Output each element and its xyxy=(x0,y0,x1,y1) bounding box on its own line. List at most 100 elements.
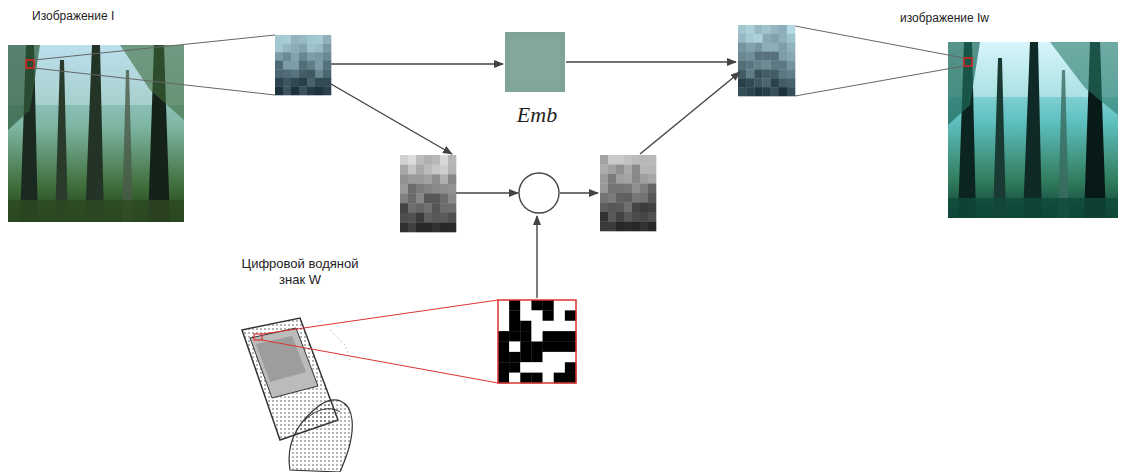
pixel xyxy=(543,310,554,321)
pixel xyxy=(738,69,746,78)
pixel xyxy=(771,34,779,43)
pixel xyxy=(299,86,307,95)
pixel xyxy=(408,203,416,213)
pixel xyxy=(632,155,640,165)
pixel xyxy=(275,61,283,70)
pixel xyxy=(440,194,448,204)
pixel xyxy=(762,43,770,52)
pixel xyxy=(632,174,640,184)
pixel xyxy=(400,174,408,184)
pixel xyxy=(315,78,323,87)
pixel xyxy=(640,155,648,165)
pixel xyxy=(448,222,456,232)
pixel xyxy=(779,69,787,78)
pixel xyxy=(291,69,299,78)
pixel xyxy=(283,61,291,70)
pixel xyxy=(432,174,440,184)
pixel xyxy=(738,87,746,96)
pixel xyxy=(640,203,648,213)
pixel xyxy=(299,69,307,78)
watermarked-image-node: изображение Iw xyxy=(900,10,1050,30)
pixel xyxy=(299,44,307,53)
pixel xyxy=(624,165,632,175)
pixel xyxy=(554,373,565,384)
pixel xyxy=(424,155,432,165)
pixel xyxy=(520,331,531,342)
pixel xyxy=(400,184,408,194)
pixel xyxy=(416,184,424,194)
pixel xyxy=(520,352,531,363)
node-label: Изображение I xyxy=(32,8,114,24)
pixel xyxy=(624,174,632,184)
pixel xyxy=(307,44,315,53)
pixel xyxy=(307,86,315,95)
pixel xyxy=(754,34,762,43)
pixel xyxy=(448,194,456,204)
pixel xyxy=(498,362,509,373)
pixel xyxy=(543,373,554,384)
pixel xyxy=(299,52,307,61)
embedding-block-shade xyxy=(510,37,560,87)
pixel xyxy=(624,184,632,194)
pixel xyxy=(738,61,746,70)
pixel xyxy=(608,155,616,165)
pixel xyxy=(291,35,299,44)
pixel xyxy=(498,310,509,321)
pixel xyxy=(283,86,291,95)
pixel xyxy=(648,193,656,203)
watermark-zoom-lines xyxy=(262,300,498,383)
pixel xyxy=(787,25,795,34)
pixel xyxy=(307,69,315,78)
pixel xyxy=(315,69,323,78)
pixel xyxy=(400,155,408,165)
pixel xyxy=(608,165,616,175)
pixel xyxy=(424,222,432,232)
pixel xyxy=(554,352,565,363)
pixel xyxy=(648,203,656,213)
pixel xyxy=(616,184,624,194)
pixel xyxy=(754,69,762,78)
pixel xyxy=(448,213,456,223)
watermark-patch xyxy=(498,300,576,383)
pixel xyxy=(283,44,291,53)
pixel xyxy=(283,35,291,44)
pixel xyxy=(771,52,779,61)
pixel xyxy=(787,87,795,96)
pixel xyxy=(498,373,509,384)
pixel xyxy=(498,321,509,332)
pixel xyxy=(616,193,624,203)
pixel xyxy=(400,165,408,175)
pixel xyxy=(648,174,656,184)
pixel xyxy=(779,87,787,96)
pixel xyxy=(275,44,283,53)
pixel xyxy=(624,155,632,165)
pixel xyxy=(771,87,779,96)
pixel xyxy=(509,373,520,384)
pixel xyxy=(779,78,787,87)
pixel xyxy=(531,342,542,353)
pixel xyxy=(600,193,608,203)
pixel xyxy=(275,86,283,95)
pixel xyxy=(416,165,424,175)
pixel xyxy=(416,155,424,165)
pixel xyxy=(323,69,331,78)
pixel xyxy=(608,193,616,203)
pixel xyxy=(323,78,331,87)
pixel xyxy=(738,34,746,43)
pixel xyxy=(315,52,323,61)
pixel xyxy=(746,25,754,34)
pixel xyxy=(616,203,624,213)
pixel xyxy=(424,174,432,184)
pixel xyxy=(640,193,648,203)
pixel xyxy=(762,87,770,96)
pixel xyxy=(448,184,456,194)
pixel xyxy=(616,222,624,232)
pixel xyxy=(416,174,424,184)
pixel xyxy=(531,352,542,363)
pixel xyxy=(554,300,565,311)
pixel xyxy=(408,155,416,165)
pixel xyxy=(315,44,323,53)
pixel xyxy=(543,362,554,373)
pixel xyxy=(448,165,456,175)
